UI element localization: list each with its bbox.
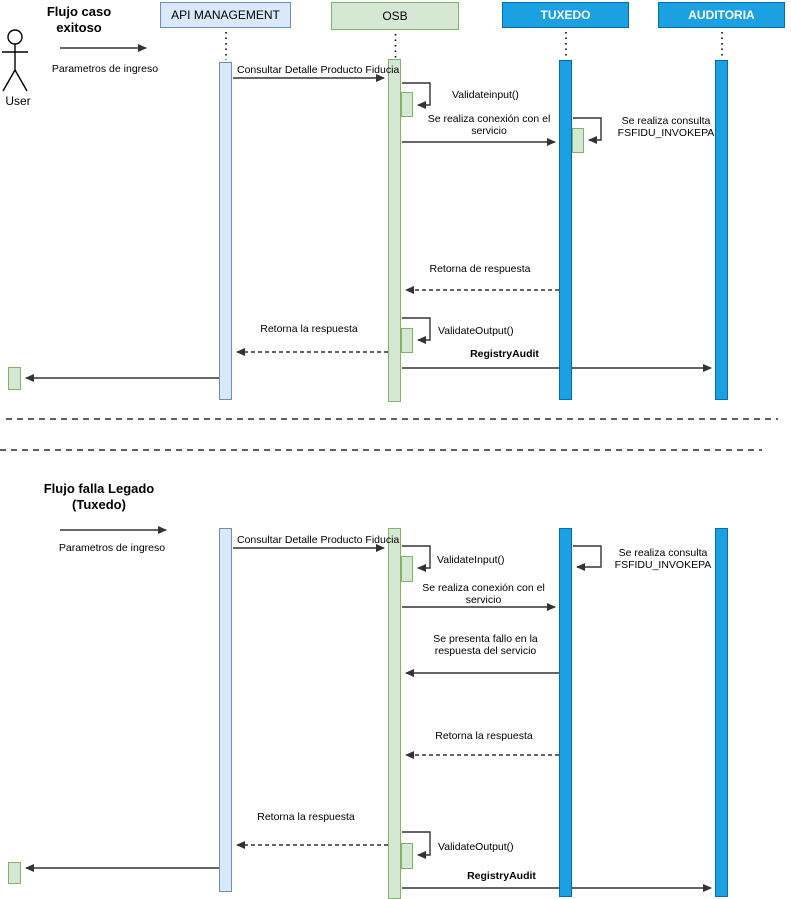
user-actor-label: User (5, 94, 31, 108)
f1-retorna-de-label: Retorna de respuesta (429, 263, 531, 275)
f1-activation-auditoria (715, 60, 728, 400)
f1-osb-validateoutput-activation (401, 328, 413, 353)
f1-registryaudit-label: RegistryAudit (470, 348, 539, 360)
f2-validateoutput-label: ValidateOutput() (438, 841, 514, 853)
f1-activation-osb (388, 59, 401, 402)
f2-retorna-tux-label: Retorna la respuesta (435, 730, 533, 742)
f2-fallo-label: Se presenta fallo en la respuesta del se… (433, 633, 538, 658)
f2-consulta-loop (573, 545, 602, 571)
f1-validateoutput-label: ValidateOutput() (438, 325, 514, 337)
f2-activation-api (219, 528, 232, 892)
f2-consultar-label: Consultar Detalle Producto Fiducia (237, 534, 400, 546)
f1-activation-api (219, 62, 232, 400)
f1-consulta-loop (573, 117, 602, 144)
f2-osb-validateoutput-activation (401, 843, 413, 869)
f2-registryaudit-label: RegistryAudit (467, 870, 536, 882)
f1-retorna-la-label: Retorna la respuesta (260, 323, 358, 335)
f1-user-return-activation (8, 367, 21, 390)
f2-consulta-label: Se realiza consulta FSFIDU_INVOKEPA (614, 547, 712, 572)
f1-activation-tuxedo (559, 60, 572, 400)
f2-params-label: Parametros de ingreso (58, 542, 166, 554)
f1-conexion-label: Se realiza conexión con el servicio (427, 113, 551, 138)
lifeline-header-tuxedo: TUXEDO (502, 2, 629, 28)
f1-consultar-label: Consultar Detalle Producto Fiducia (237, 64, 400, 76)
f2-validateinput-label: ValidateInput() (437, 554, 505, 566)
user-actor-icon (2, 29, 28, 92)
f2-conexion-label: Se realiza conexión con el servicio (422, 582, 545, 607)
lifeline-header-api-management: API MANAGEMENT (160, 2, 291, 28)
f1-validateinput-label: Validateinput() (452, 89, 519, 101)
f1-params-label: Parametros de ingreso (51, 63, 159, 75)
f1-tuxedo-consulta-activation (572, 128, 584, 153)
f1-osb-validateinput-activation (401, 92, 413, 117)
f2-activation-auditoria (715, 528, 728, 897)
f2-activation-tuxedo (559, 528, 572, 897)
f2-osb-validateinput-activation (401, 556, 413, 582)
f1-validateinput-loop (402, 82, 431, 109)
f2-validateinput-loop (402, 545, 431, 572)
lifeline-header-auditoria: AUDITORIA (658, 2, 785, 28)
f2-user-return-activation (8, 862, 21, 884)
f2-validateoutput-loop (402, 831, 431, 859)
f1-title: Flujo caso exitoso (46, 4, 112, 35)
f2-activation-osb (388, 528, 401, 899)
lifeline-header-osb: OSB (331, 2, 459, 30)
f2-retorna-api-label: Retorna la respuesta (257, 811, 355, 823)
f1-validateoutput-loop (402, 317, 431, 344)
f1-consulta-label: Se realiza consulta FSFIDU_INVOKEPA (617, 115, 715, 140)
f2-title: Flujo falla Legado (Tuxedo) (43, 481, 155, 512)
